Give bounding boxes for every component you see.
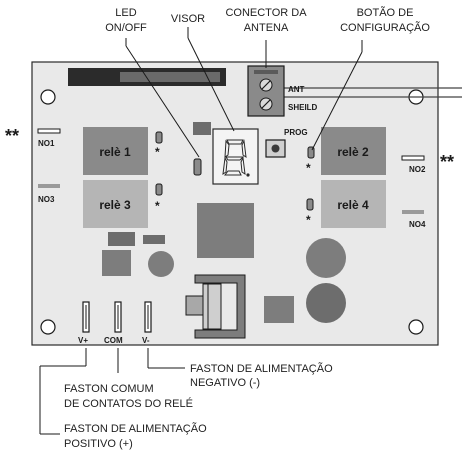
label-prog: PROG: [284, 128, 308, 137]
screw-slot: [261, 99, 271, 109]
digit-eight-icon: [222, 139, 247, 176]
relay-2-asterisk: *: [306, 161, 311, 175]
relay-1-asterisk: *: [155, 145, 160, 159]
callout-antenna-line1: CONECTOR DA: [225, 7, 307, 19]
relay-4-label: relè 4: [337, 198, 369, 212]
relay-2-label: relè 2: [337, 145, 369, 159]
label-ant: ANT: [288, 85, 305, 94]
relay-4-asterisk: *: [306, 213, 311, 227]
power-jack-body: [202, 283, 222, 330]
decimal-point: [246, 173, 250, 177]
callout-visor: VISOR: [171, 13, 205, 25]
label-v-plus: V+: [78, 336, 88, 345]
label-no1: NO1: [38, 139, 55, 148]
transistor: [108, 232, 135, 246]
relay-3: [83, 180, 148, 228]
double-asterisk-right: **: [440, 152, 454, 172]
no3-pad: [38, 184, 60, 188]
microcontroller-chip: [197, 203, 254, 258]
label-v-minus: V-: [142, 336, 150, 345]
relay-3-asterisk: *: [155, 199, 160, 213]
callout-positive-line1: FASTON DE ALIMENTAÇÃO: [64, 422, 207, 435]
power-jack-housing: [194, 274, 246, 339]
antenna-connector-top: [254, 70, 278, 74]
double-asterisk-left: **: [5, 126, 19, 146]
capacitor: [148, 251, 174, 277]
mounting-hole: [408, 319, 424, 335]
label-sheild: SHEILD: [288, 103, 318, 112]
buzzer: [306, 238, 346, 278]
callout-negative-line1: FASTON DE ALIMENTAÇÃO: [190, 362, 333, 375]
small-chip: [193, 122, 211, 135]
callout-config-line2: CONFIGURAÇÃO: [340, 21, 430, 34]
no2-pad: [401, 155, 425, 161]
callout-config-line1: BOTÃO DE: [357, 6, 414, 19]
callout-led-line1: LED: [115, 7, 136, 19]
receiver-module-highlight: [120, 72, 220, 82]
relay-2: [321, 127, 386, 175]
relay-4: [321, 180, 386, 228]
callout-antenna-line2: ANTENA: [244, 22, 289, 34]
relay-4-led: [306, 198, 314, 211]
callout-lines-bottom: [39, 348, 185, 435]
power-led: [193, 158, 202, 176]
relay-3-label: relè 3: [99, 198, 131, 212]
inductor: [264, 296, 294, 323]
mounting-hole: [40, 319, 56, 335]
relay-3-led: [155, 183, 163, 196]
callout-common-line1: FASTON COMUM: [64, 383, 154, 395]
relay-1-led: [155, 131, 163, 144]
large-capacitor: [306, 283, 346, 323]
resistor: [143, 235, 165, 244]
callout-lines: [125, 27, 363, 158]
label-com: COM: [104, 336, 123, 345]
label-no2: NO2: [409, 165, 426, 174]
callout-negative-line2: NEGATIVO (-): [190, 377, 260, 389]
relay-1: [83, 127, 148, 175]
power-jack-plug: [185, 295, 204, 316]
label-no4: NO4: [409, 220, 426, 229]
label-no3: NO3: [38, 195, 55, 204]
callout-common-line2: DE CONTATOS DO RELÉ: [64, 397, 193, 410]
regulator-chip: [102, 250, 131, 276]
screw-slot: [261, 80, 271, 90]
config-button-cap: [271, 144, 280, 153]
mounting-hole: [40, 89, 56, 105]
callout-led-line2: ON/OFF: [105, 22, 147, 34]
callout-positive-line2: POSITIVO (+): [64, 438, 133, 450]
no1-pad: [37, 128, 61, 134]
relay-1-label: relè 1: [99, 145, 131, 159]
no4-pad: [402, 210, 424, 214]
